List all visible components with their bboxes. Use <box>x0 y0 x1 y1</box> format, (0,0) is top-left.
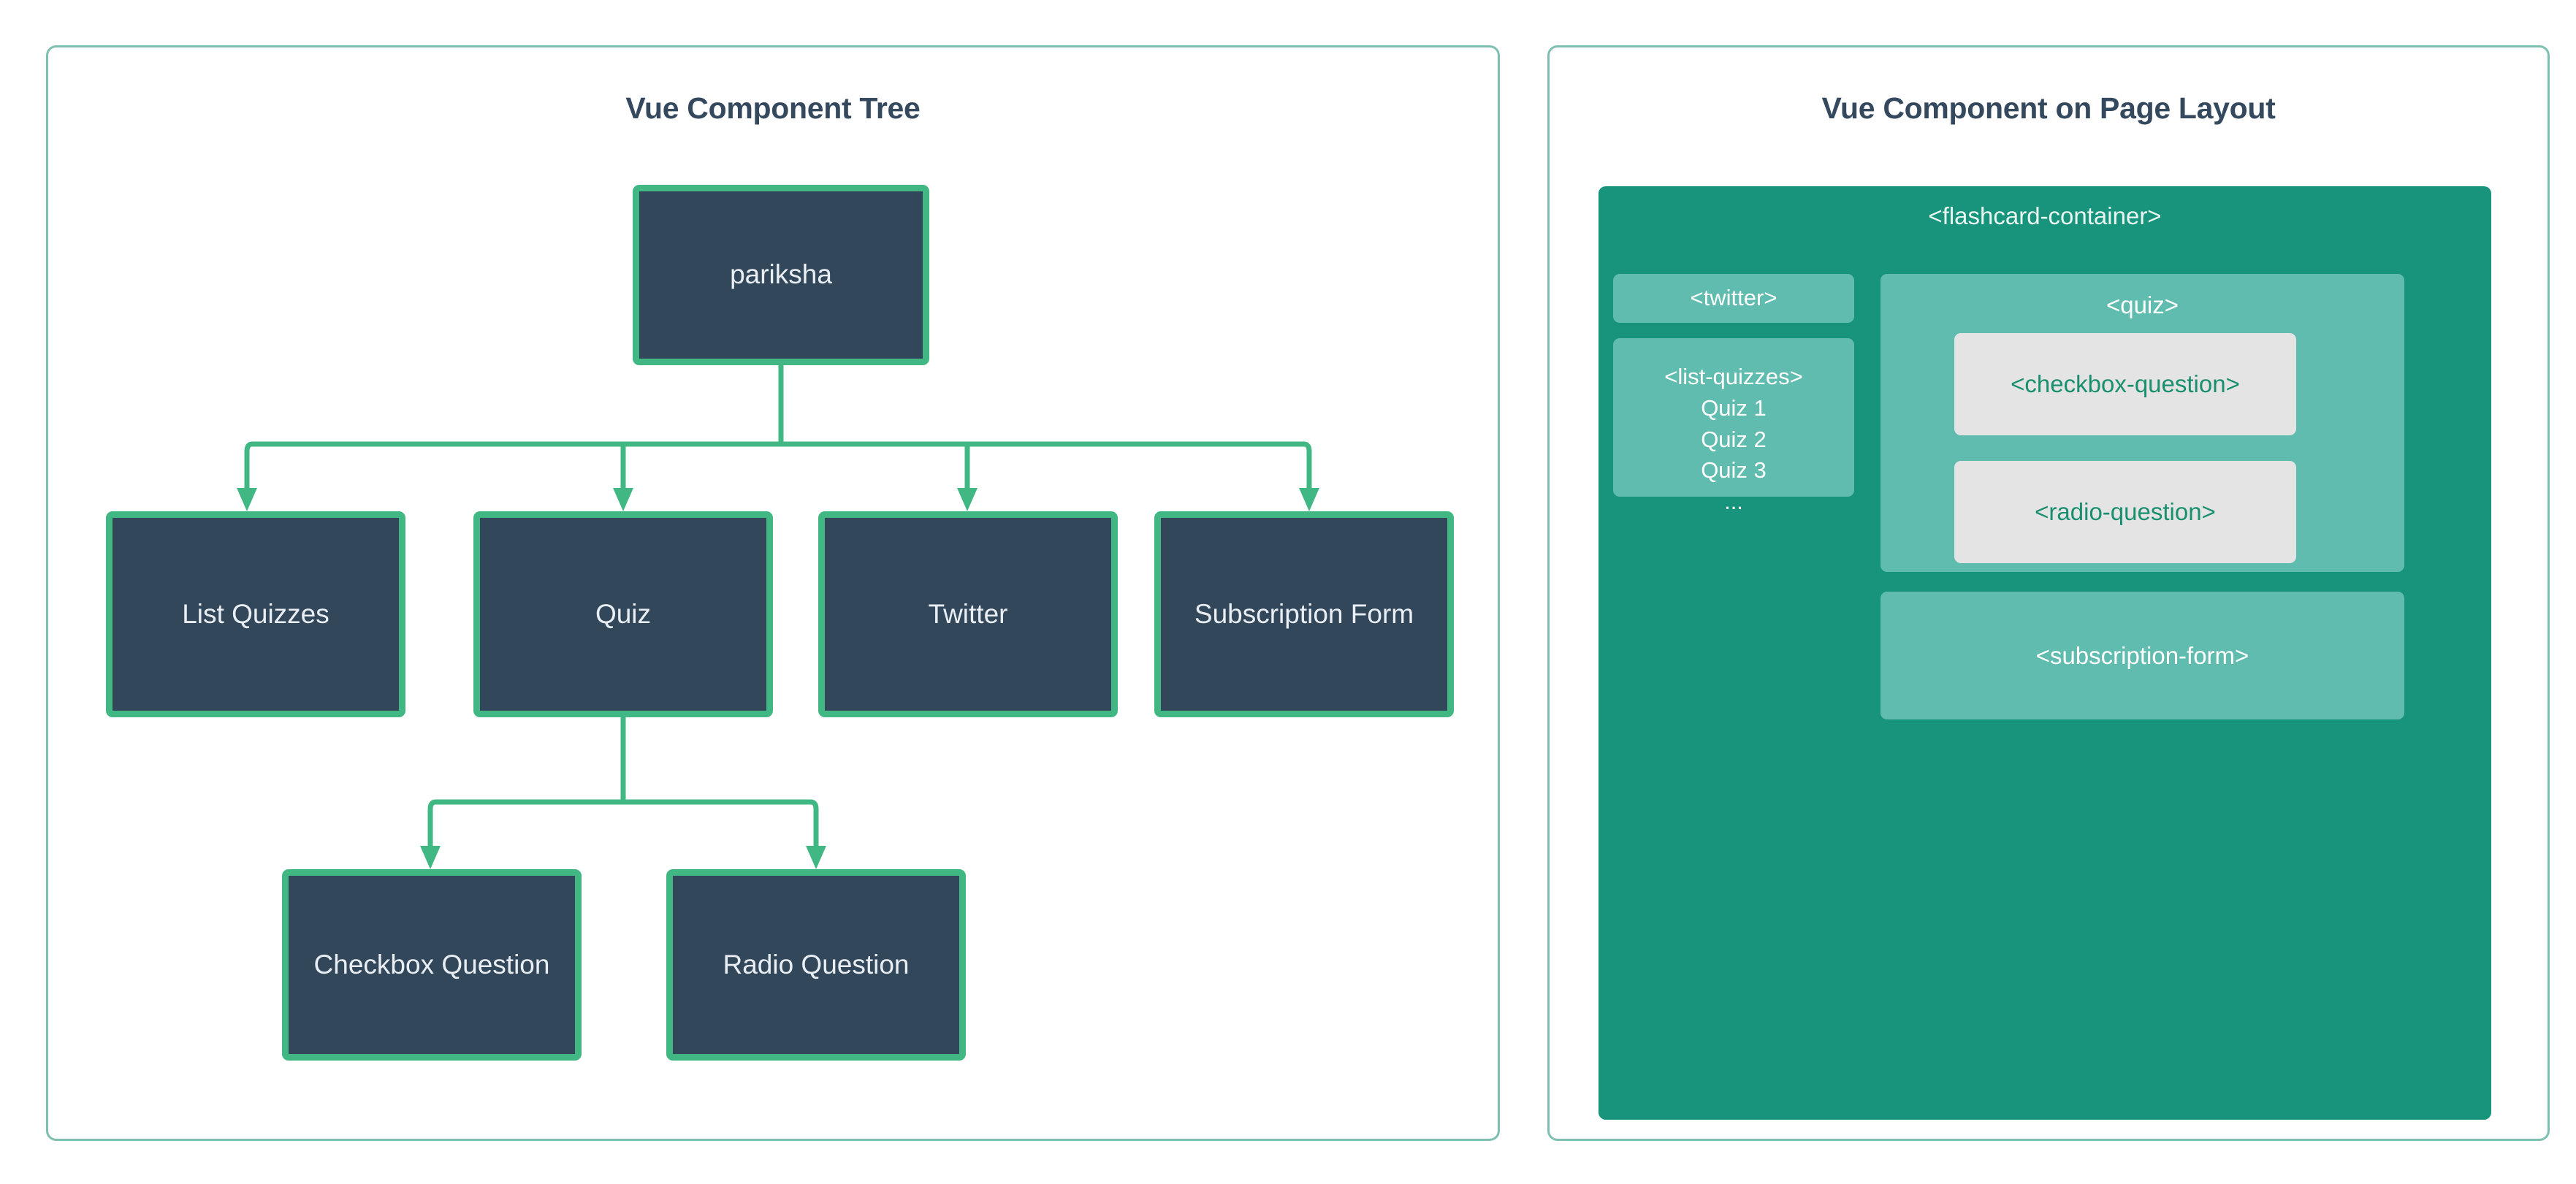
list-item-ellipsis: ... <box>1724 489 1743 515</box>
subscription-form-block[interactable]: <subscription-form> <box>1880 592 2404 719</box>
tree-node-label: List Quizzes <box>182 598 329 629</box>
flashcard-container-label: <flashcard-container> <box>1928 202 2162 229</box>
twitter-label: <twitter> <box>1690 285 1777 311</box>
tree-node-label: Subscription Form <box>1194 598 1414 629</box>
page-title-tree: Vue Component Tree <box>625 91 921 125</box>
list-item-quiz-2[interactable]: Quiz 2 <box>1701 426 1767 452</box>
tree-node-radio-question[interactable]: Radio Question <box>666 869 966 1061</box>
list-quizzes-block[interactable]: <list-quizzes> Quiz 1 Quiz 2 Quiz 3 ... <box>1613 338 1854 514</box>
twitter-block[interactable]: <twitter> <box>1613 274 1854 323</box>
list-item-quiz-3[interactable]: Quiz 3 <box>1701 457 1767 484</box>
page-title-layout: Vue Component on Page Layout <box>1821 91 2276 125</box>
tree-node-label: Checkbox Question <box>313 949 550 979</box>
quiz-block[interactable]: <quiz> <checkbox-question> <radio-questi… <box>1880 274 2404 572</box>
tree-node-quiz[interactable]: Quiz <box>473 511 773 717</box>
radio-question-block[interactable]: <radio-question> <box>1954 461 2296 563</box>
tree-node-subscription-form[interactable]: Subscription Form <box>1154 511 1454 717</box>
flashcard-container-block[interactable]: <flashcard-container> <twitter> <list-qu… <box>1598 186 2491 1120</box>
subscription-form-label: <subscription-form> <box>2035 641 2249 669</box>
tree-node-label: Quiz <box>595 598 652 629</box>
checkbox-question-label: <checkbox-question> <box>2011 370 2240 397</box>
list-item-quiz-1[interactable]: Quiz 1 <box>1701 394 1767 421</box>
radio-question-label: <radio-question> <box>2035 498 2216 525</box>
checkbox-question-block[interactable]: <checkbox-question> <box>1954 333 2296 435</box>
tree-node-label: Twitter <box>928 598 1008 629</box>
tree-node-checkbox-question[interactable]: Checkbox Question <box>282 869 582 1061</box>
list-quizzes-label: <list-quizzes> <box>1664 364 1803 389</box>
quiz-label: <quiz> <box>2106 291 2179 318</box>
tree-node-label: Radio Question <box>723 949 910 979</box>
tree-node-twitter[interactable]: Twitter <box>818 511 1118 717</box>
tree-node-list-quizzes[interactable]: List Quizzes <box>106 511 405 717</box>
vue-component-page-layout-panel: Vue Component on Page Layout <flashcard-… <box>1547 45 2550 1141</box>
tree-node-pariksha[interactable]: pariksha <box>633 185 929 365</box>
tree-node-label: pariksha <box>730 259 832 290</box>
